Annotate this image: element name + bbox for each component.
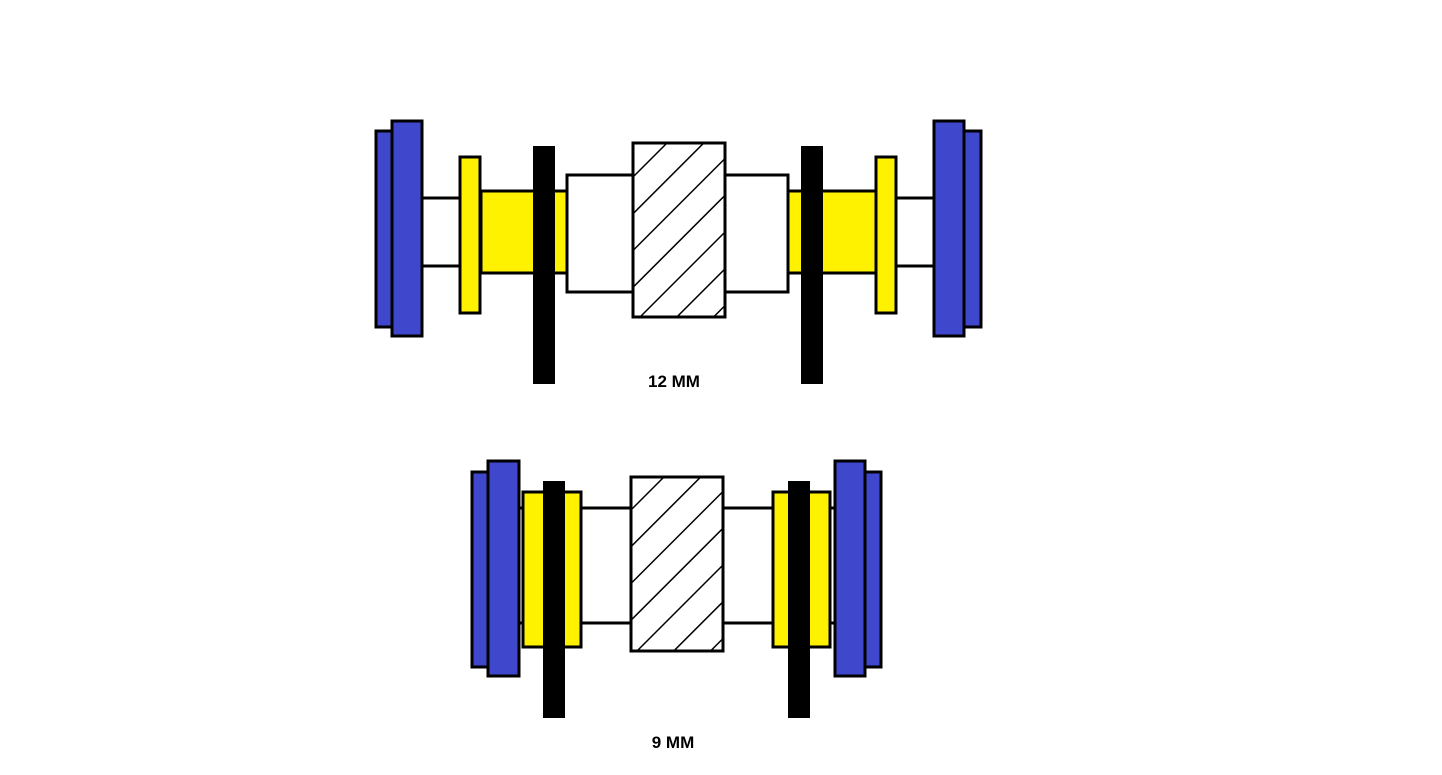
hub-left bbox=[565, 173, 635, 294]
washer-left bbox=[458, 155, 482, 315]
assembly-12mm: 12 MM bbox=[374, 119, 983, 391]
frame-plate-left bbox=[543, 481, 565, 718]
gauge-label-12mm: 12 MM bbox=[648, 372, 700, 391]
washer-right bbox=[874, 155, 898, 315]
frame-plate-right bbox=[788, 481, 810, 718]
wheel-right-outer bbox=[833, 459, 867, 678]
wheel-left-outer bbox=[486, 459, 521, 678]
gauge-label-9mm: 9 MM bbox=[652, 733, 695, 752]
frame-plate-right bbox=[801, 146, 823, 384]
center-block-hatched bbox=[631, 141, 727, 319]
wheel-left-outer bbox=[390, 119, 424, 338]
center-block-hatched bbox=[629, 475, 725, 653]
wheel-right-outer bbox=[932, 119, 966, 338]
bearing-spacer-left bbox=[479, 189, 571, 275]
assembly-9mm: 9 MM bbox=[470, 459, 883, 752]
hub-right bbox=[723, 173, 790, 294]
frame-plate-left bbox=[533, 146, 555, 384]
